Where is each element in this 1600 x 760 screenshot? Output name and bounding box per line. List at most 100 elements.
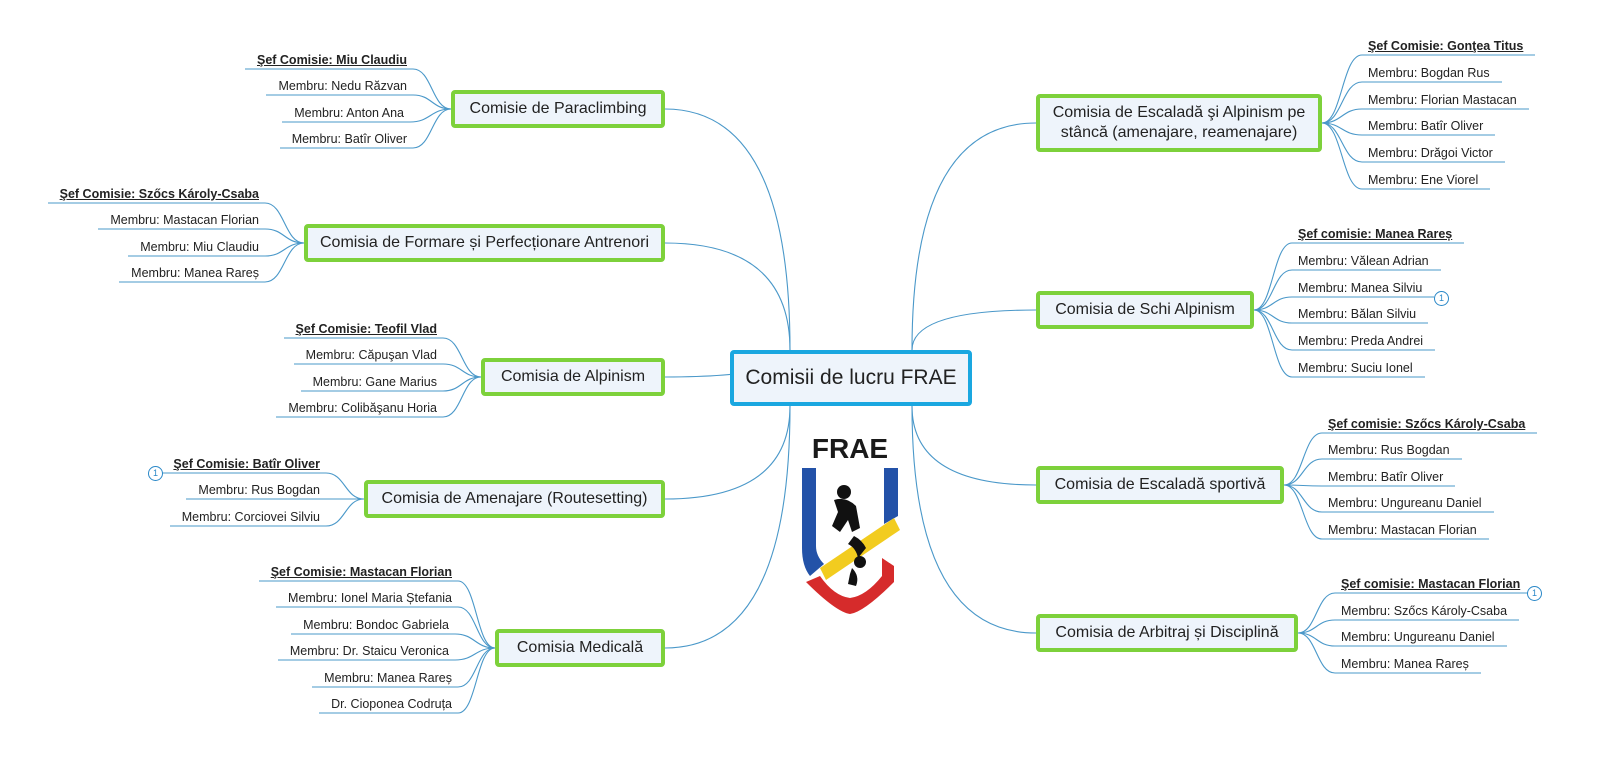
connector-line [294,363,482,378]
leaf-paraclimbing-member[interactable]: Membru: Anton Ana [294,106,404,120]
comment-badge-icon[interactable]: 1 [1527,586,1542,601]
connector-line [1253,269,1441,311]
connector-line [911,405,1037,634]
leaf-medicala-member[interactable]: Dr. Cioponea Codruța [331,697,452,711]
leaf-escalada-stanca-member[interactable]: Membru: Florian Mastacan [1368,93,1517,107]
connector-line [1297,632,1481,674]
frae-logo: FRAE [802,436,900,614]
topic-escalada-stanca-line1: Comisia de Escaladă şi Alpinism pe [1052,104,1306,121]
connector-line [664,405,791,500]
leaf-arbitraj-chief[interactable]: Şef comisie: Mastacan Florian [1341,577,1521,591]
connector-line [1253,309,1425,378]
connector-line [911,122,1037,351]
leaf-escalada-sportiva-member[interactable]: Membru: Batîr Oliver [1328,470,1444,484]
leaf-schi-member[interactable]: Membru: Bălan Silviu [1298,307,1417,321]
leaf-arbitraj-member[interactable]: Membru: Ungureanu Daniel [1341,630,1495,644]
leaf-medicala-member[interactable]: Membru: Bondoc Gabriela [303,618,449,632]
leaf-arbitraj-member[interactable]: Membru: Manea Rareș [1341,657,1469,671]
topic-escalada-stanca[interactable]: Comisia de Escaladă şi Alpinism pe stânc… [1036,94,1322,152]
leaf-schi-member[interactable]: Membru: Suciu Ionel [1298,361,1413,375]
topic-paraclimbing[interactable]: Comisie de Paraclimbing [451,90,665,128]
connector-line [128,242,305,257]
connector-line [266,94,452,110]
connector-line [911,405,1037,486]
topic-amenajare[interactable]: Comisia de Amenajare (Routesetting) [364,480,665,518]
leaf-alpinism-chief[interactable]: Şef Comisie: Teofil Vlad [295,322,437,336]
connector-line [319,647,496,714]
connector-line [1253,296,1434,311]
leaf-medicala-member[interactable]: Membru: Ionel Maria Ștefania [288,591,452,605]
connector-line [1253,309,1428,324]
leaf-amenajare-member[interactable]: Membru: Rus Bogdan [198,483,320,497]
connector-line [259,580,496,649]
connector-line [119,242,305,283]
connector-line [664,405,791,649]
connector-line [1283,484,1489,540]
connector-line [1297,632,1507,647]
leaf-escalada-sportiva-member[interactable]: Membru: Ungureanu Daniel [1328,496,1482,510]
leaf-escalada-stanca-member[interactable]: Membru: Batîr Oliver [1368,119,1484,133]
connector-line [1283,484,1455,487]
leaf-schi-member[interactable]: Membru: Preda Andrei [1298,334,1424,348]
leaf-paraclimbing-member[interactable]: Membru: Nedu Răzvan [278,79,407,93]
leaf-alpinism-member[interactable]: Membru: Colibăşanu Horia [288,401,437,415]
leaf-paraclimbing-chief[interactable]: Şef Comisie: Miu Claudiu [256,53,407,67]
leaf-formare-member[interactable]: Membru: Miu Claudiu [140,240,259,254]
comment-badge-icon[interactable]: 1 [1434,291,1449,306]
connector-line [276,606,496,649]
leaf-schi-member[interactable]: Membru: Manea Silviu [1298,281,1423,295]
connector-line [1283,432,1537,486]
logo-text: FRAE [812,436,888,464]
leaf-medicala-member[interactable]: Membru: Manea Rareș [324,671,452,685]
leaf-paraclimbing-member[interactable]: Membru: Batîr Oliver [291,132,407,146]
leaf-medicala-chief[interactable]: Şef Comisie: Mastacan Florian [270,565,452,579]
connector-line [284,337,482,378]
connector-line [276,376,482,418]
topic-alpinism[interactable]: Comisia de Alpinism [481,358,665,396]
leaf-escalada-stanca-member[interactable]: Membru: Ene Viorel [1368,173,1479,187]
connector-line [282,108,452,123]
connector-line [245,68,452,110]
leaf-escalada-sportiva-member[interactable]: Membru: Mastacan Florian [1328,523,1477,537]
connector-line [1321,122,1495,136]
leaf-medicala-member[interactable]: Membru: Dr. Staicu Veronica [289,644,449,658]
topic-escalada-sportiva[interactable]: Comisia de Escaladă sportivă [1036,466,1284,504]
leaf-formare-member[interactable]: Membru: Manea Rareș [131,266,259,280]
leaf-arbitraj-member[interactable]: Membru: Szőcs Károly-Csaba [1341,604,1508,618]
leaf-escalada-stanca-member[interactable]: Membru: Bogdan Rus [1368,66,1490,80]
leaf-schi-member[interactable]: Membru: Vălean Adrian [1298,254,1429,268]
connector-line [1321,122,1490,190]
root-node[interactable]: Comisii de lucru FRAE [730,350,972,406]
connector-line [664,108,791,351]
topic-formare[interactable]: Comisia de Formare și Perfecționare Antr… [304,224,665,262]
leaf-escalada-stanca-member[interactable]: Membru: Drăgoi Victor [1368,146,1493,160]
connector-line [291,633,496,649]
connector-line [312,647,496,688]
leaf-escalada-sportiva-chief[interactable]: Şef comisie: Szőcs Károly-Csaba [1328,417,1526,431]
leaf-escalada-stanca-chief[interactable]: Şef Comisie: Gonţea Titus [1368,39,1524,53]
connector-line [1321,122,1505,163]
topic-medicala[interactable]: Comisia Medicală [495,629,665,667]
connector-line [1321,108,1529,124]
topic-schi[interactable]: Comisia de Schi Alpinism [1036,291,1254,329]
leaf-alpinism-member[interactable]: Membru: Căpuşan Vlad [305,348,437,362]
leaf-alpinism-member[interactable]: Membru: Gane Marius [312,375,437,389]
connector-line [1321,81,1502,124]
connector-line [278,647,496,661]
leaf-amenajare-member[interactable]: Membru: Corciovei Silviu [181,510,320,524]
comment-badge-icon[interactable]: 1 [148,466,163,481]
connector-line [280,108,452,149]
connector-line [1321,54,1535,124]
topic-escalada-stanca-line2: stâncă (amenajare, reamenajare) [1060,124,1298,141]
connector-line [911,309,1037,351]
topic-arbitraj[interactable]: Comisia de Arbitraj și Disciplină [1036,614,1298,652]
leaf-amenajare-chief[interactable]: Şef Comisie: Batîr Oliver [173,457,320,471]
leaf-formare-member[interactable]: Membru: Mastacan Florian [110,213,259,227]
leaf-schi-chief[interactable]: Şef comisie: Manea Rareș [1298,227,1453,241]
connector-line [98,228,305,244]
connector-line [48,202,305,244]
leaf-formare-chief[interactable]: Şef Comisie: Szőcs Károly-Csaba [59,187,259,201]
connector-line [1297,619,1519,634]
leaf-escalada-sportiva-member[interactable]: Membru: Rus Bogdan [1328,443,1450,457]
